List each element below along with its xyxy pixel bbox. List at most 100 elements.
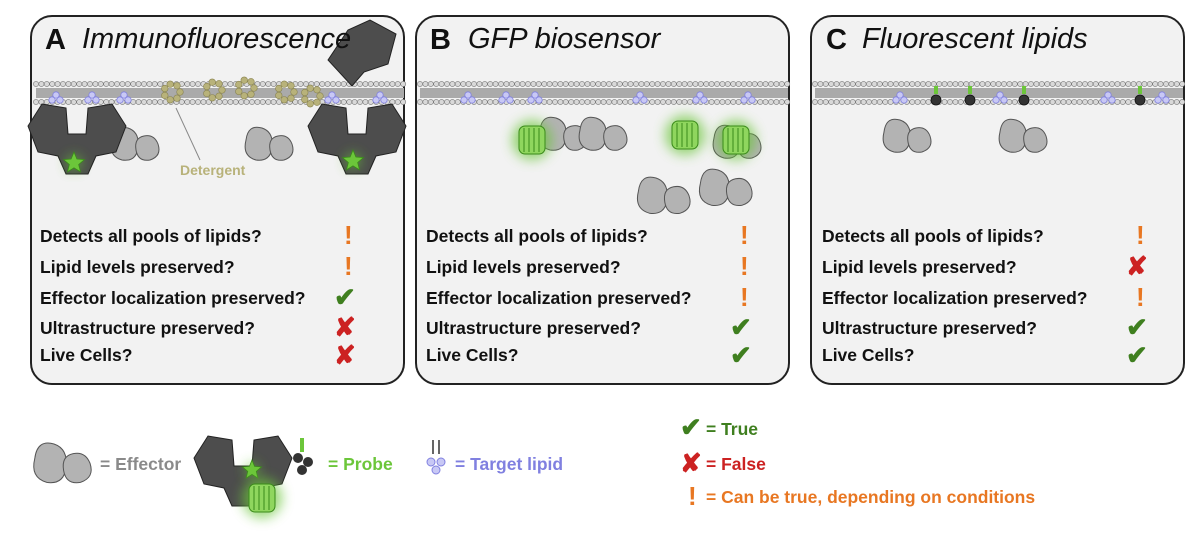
detergent-micelle (235, 80, 243, 89)
lipid-head (568, 99, 575, 105)
detergent-micelle (215, 92, 223, 100)
lipid-head (259, 99, 266, 105)
lipid-head (600, 99, 607, 105)
lipid-head (265, 81, 272, 87)
effector-blob (269, 135, 294, 161)
lipid-head (579, 99, 585, 105)
lipid-head (719, 99, 726, 105)
lipid-head (708, 81, 715, 87)
target-lipid (116, 96, 124, 104)
detergent-micelle (208, 78, 216, 86)
panel-c-title: Fluorescent lipids (862, 23, 1088, 55)
target-lipid (376, 91, 384, 99)
lipid-head (97, 81, 104, 87)
legend-lipid-probe-icon (293, 453, 303, 463)
target-lipid (464, 91, 472, 99)
lipid-head (1119, 81, 1126, 87)
lipid-head (584, 81, 591, 87)
lipid-head (595, 99, 602, 105)
lipid-head (449, 81, 456, 87)
criterion-a-1: Detects all pools of lipids? (40, 226, 262, 246)
lipid-head (1087, 81, 1094, 87)
lipid-head (146, 81, 153, 87)
gfp-barrel-icon (671, 120, 699, 150)
lipid-head (573, 99, 580, 105)
lipid-head (730, 99, 737, 105)
lipid-head (925, 99, 932, 105)
lipid-head (330, 81, 336, 87)
lipid-head (622, 81, 629, 87)
lipid-head (76, 81, 83, 87)
legend-target-lipid-icon (426, 457, 436, 467)
target-lipid (1158, 91, 1166, 99)
lipid-head (643, 81, 650, 87)
lipid-head (530, 81, 537, 87)
lipid-head (589, 99, 596, 105)
lipid-head (724, 81, 731, 87)
lipid-head (157, 99, 164, 105)
criterion-b-2: Lipid levels preserved? (426, 257, 621, 277)
effector-blob (603, 125, 628, 151)
cross-icon: ✘ (334, 340, 356, 370)
lipid-head (1049, 99, 1056, 105)
target-lipid (1104, 91, 1112, 99)
lipid-head (757, 81, 764, 87)
lipid-head (492, 81, 499, 87)
lipid-head (660, 81, 666, 87)
lipid-head (654, 81, 661, 87)
target-lipid (92, 96, 100, 104)
lipid-head (762, 99, 769, 105)
lipid-head (195, 81, 201, 87)
lipid-head (438, 99, 445, 105)
lipid-head (87, 81, 93, 87)
lipid-head (649, 81, 656, 87)
fluorescent-lipid-head (964, 94, 976, 106)
lipid-head (952, 99, 959, 105)
panel-b-title: GFP biosensor (468, 23, 661, 55)
target-lipid (1000, 96, 1008, 104)
lipid-head (974, 81, 980, 87)
lipid-head (984, 81, 991, 87)
lipid-head (893, 81, 899, 87)
lipid-head (947, 81, 953, 87)
lipid-head (49, 81, 56, 87)
criterion-a-5: Live Cells? (40, 345, 133, 365)
lipid-head (600, 81, 607, 87)
lipid-head (195, 99, 201, 105)
lipid-head (984, 99, 991, 105)
lipid-head (606, 99, 612, 105)
lipid-head (146, 99, 153, 105)
lipid-head (855, 81, 862, 87)
lipid-head (433, 81, 440, 87)
exclamation-icon: ! (740, 282, 749, 312)
lipid-head (871, 99, 878, 105)
detergent-micelle (176, 88, 184, 96)
target-lipid (56, 96, 64, 104)
lipid-head (898, 81, 905, 87)
detergent-micelle (313, 98, 321, 106)
lipid-head (70, 81, 77, 87)
cross-icon: ✘ (334, 312, 356, 342)
lipid-head (741, 81, 747, 87)
criterion-c-1: Detects all pools of lipids? (822, 226, 1044, 246)
panel-a-title: Immunofluorescence (82, 23, 352, 55)
lipid-head (141, 81, 147, 87)
legend-target-lipid-label: = Target lipid (455, 454, 564, 474)
lipid-head (476, 99, 483, 105)
detergent-micelle (250, 84, 258, 92)
lipid-head (947, 99, 953, 105)
lipid-head (151, 99, 158, 105)
lipid-head (762, 81, 769, 87)
lipid-head (963, 81, 970, 87)
lipid-head (866, 81, 872, 87)
lipid-head (1179, 99, 1186, 105)
lipid-head (297, 81, 304, 87)
lipid-head (108, 81, 115, 87)
target-lipid (900, 96, 908, 104)
lipid-head (670, 81, 677, 87)
lipid-head (828, 99, 835, 105)
target-lipid (992, 96, 1000, 104)
lipid-head (54, 81, 61, 87)
lipid-head (995, 81, 1002, 87)
